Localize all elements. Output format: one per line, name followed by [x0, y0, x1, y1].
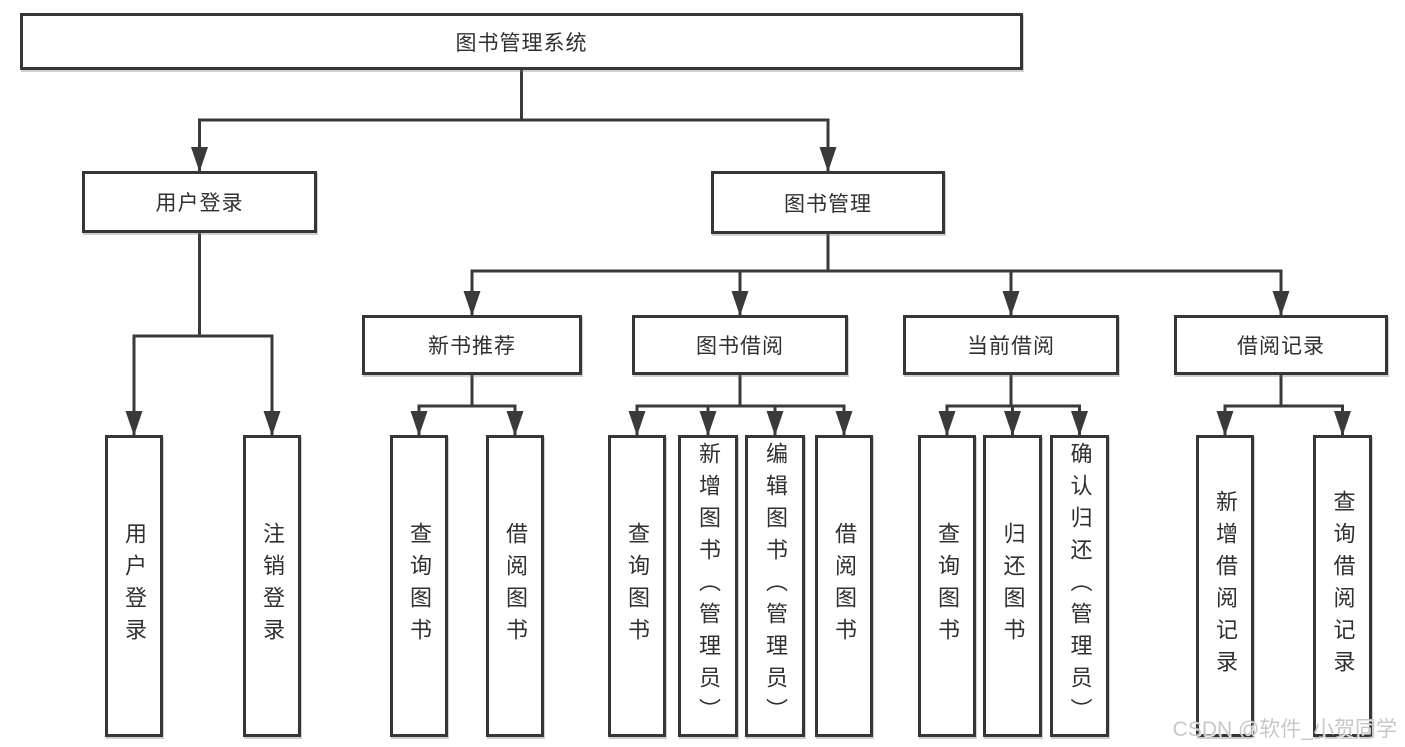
leaf-label: 借阅图书	[503, 522, 528, 650]
leaf-cb-confirm-return-admin: 确认归还（管理员）	[1050, 435, 1109, 737]
leaf-label: 注销登录	[260, 522, 285, 650]
node-current-borrowing: 当前借阅	[903, 315, 1119, 375]
arrow-down-icon	[1071, 411, 1088, 436]
leaf-label: 编辑图书（管理员）	[763, 442, 788, 730]
node-label: 图书借阅	[696, 335, 784, 358]
node-label: 图书管理系统	[455, 31, 588, 55]
leaf-label: 用户登录	[122, 522, 147, 650]
leaf-user-login: 用户登录	[105, 435, 163, 737]
leaf-label: 借阅图书	[832, 522, 857, 650]
leaf-label: 查询图书	[935, 522, 960, 650]
arrow-down-icon	[1334, 411, 1351, 436]
leaf-cb-query-books: 查询图书	[918, 435, 976, 737]
connector-book-borrowing	[635, 375, 846, 436]
arrow-down-icon	[125, 411, 143, 436]
leaf-label: 新增借阅记录	[1213, 490, 1238, 682]
leaf-bb-edit-book-admin: 编辑图书（管理员）	[745, 435, 805, 737]
leaf-label: 确认归还（管理员）	[1067, 442, 1093, 730]
arrow-down-icon	[819, 147, 837, 172]
connector-new-book-recommend	[417, 375, 517, 436]
arrow-down-icon	[191, 147, 208, 172]
arrow-down-icon	[1002, 291, 1020, 316]
leaf-cb-return-books: 归还图书	[983, 435, 1042, 737]
node-label: 新书推荐	[428, 335, 516, 358]
leaf-bb-add-book-admin: 新增图书（管理员）	[678, 435, 738, 737]
arrow-down-icon	[1004, 411, 1021, 436]
leaf-logout: 注销登录	[243, 435, 301, 737]
arrow-down-icon	[506, 411, 524, 436]
arrow-down-icon	[1272, 291, 1290, 316]
node-book-borrowing: 图书借阅	[632, 315, 848, 375]
node-label: 图书管理	[784, 192, 872, 216]
leaf-label: 查询图书	[407, 522, 432, 650]
node-library-system: 图书管理系统	[20, 13, 1023, 70]
leaf-bb-borrow-books: 借阅图书	[815, 435, 873, 737]
arrow-down-icon	[731, 291, 749, 316]
leaf-nb-borrow-books: 借阅图书	[486, 435, 544, 737]
arrow-down-icon	[835, 411, 853, 436]
arrow-down-icon	[938, 411, 956, 436]
arrow-down-icon	[628, 411, 646, 436]
leaf-br-query-record: 查询借阅记录	[1313, 435, 1372, 737]
connector-book-management	[470, 234, 1283, 316]
connector-root	[198, 70, 830, 172]
arrow-down-icon	[263, 411, 281, 436]
connector-user-login	[132, 233, 274, 436]
arrow-down-icon	[699, 411, 717, 436]
leaf-nb-query-books: 查询图书	[390, 435, 448, 737]
connector-borrow-records	[1223, 375, 1344, 436]
node-label: 当前借阅	[967, 335, 1055, 358]
arrow-down-icon	[1216, 411, 1234, 436]
leaf-label: 查询图书	[625, 522, 650, 650]
leaf-label: 新增图书（管理员）	[696, 442, 721, 730]
arrowheads	[125, 147, 1351, 436]
csdn-watermark: CSDN @软件_小贺同学	[1172, 718, 1397, 741]
leaf-bb-query-books: 查询图书	[608, 435, 666, 737]
arrow-down-icon	[410, 411, 428, 436]
node-label: 用户登录	[155, 192, 244, 215]
leaf-label: 归还图书	[1000, 522, 1026, 650]
node-book-management: 图书管理	[711, 171, 945, 234]
arrow-down-icon	[766, 411, 784, 436]
leaf-br-add-record: 新增借阅记录	[1196, 435, 1254, 737]
arrow-down-icon	[463, 291, 481, 316]
leaf-label: 查询借阅记录	[1330, 490, 1356, 682]
node-borrow-records: 借阅记录	[1174, 315, 1388, 375]
node-new-book-recommend: 新书推荐	[362, 315, 582, 375]
node-label: 借阅记录	[1237, 335, 1325, 358]
node-user-login: 用户登录	[82, 171, 317, 233]
